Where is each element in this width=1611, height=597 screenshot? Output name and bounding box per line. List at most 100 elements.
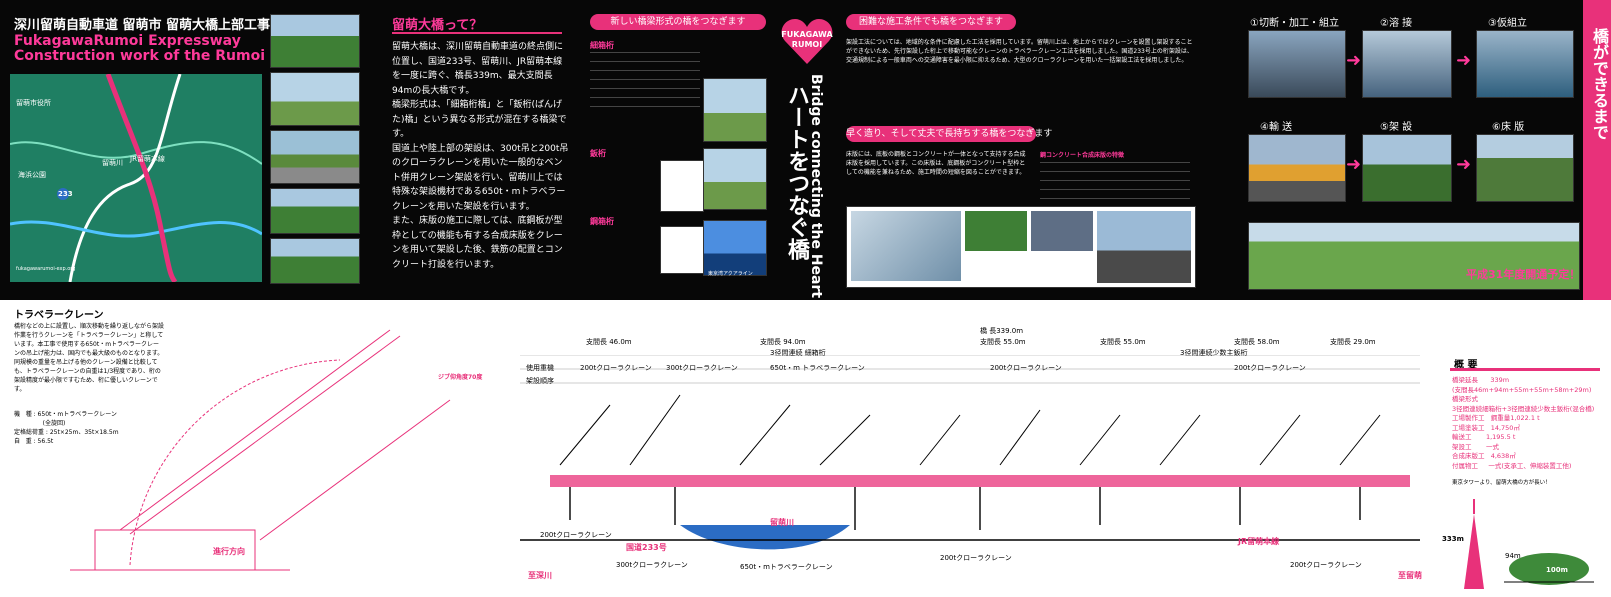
- difficult-pill: 困難な施工条件でも橋をつなぎます: [846, 14, 1016, 30]
- arrow-icon: ➜: [1346, 50, 1362, 71]
- step-4-label: ④輸 送: [1260, 122, 1293, 133]
- tower-note: 東京タワーより、留萌大橋の方が長い！: [1452, 480, 1551, 486]
- machine-5: 200tクローラクレーン: [1234, 364, 1306, 372]
- title-en-vertical: Bridge connecting the Heart: [808, 74, 824, 299]
- to-rumoi: 至留萌: [1398, 571, 1422, 580]
- difficult-body: 架設工法については、地域的な条件に配慮した工法を採用しています。留萌川上は、地上…: [846, 39, 1193, 64]
- crane-body: 橋桁などの上に設置し、順次移動を繰り返しながら架設作業を行うクレーンを「トラベラ…: [14, 323, 165, 393]
- bridge-profile-drawing: [520, 355, 1420, 550]
- heart-logo: FUKAGAWA RUMOI: [780, 14, 834, 68]
- machine-4: 200tクローラクレーン: [990, 364, 1062, 372]
- machine-2: 300tクローラクレーン: [666, 364, 738, 372]
- title-jp-vertical: ハートをつなぐ橋: [784, 84, 809, 260]
- deck-photo-1: [965, 211, 1027, 251]
- map-label-jr: JR留萌本線: [130, 155, 165, 163]
- arrow-icon: ➜: [1456, 154, 1472, 175]
- open-date: 平成31年度開通予定！: [1466, 268, 1581, 281]
- step-3-label: ③仮組立: [1488, 18, 1527, 29]
- photo-completion: [1248, 222, 1580, 290]
- machine-1: 200tクローラクレーン: [580, 364, 652, 372]
- intro-heading-line: [392, 32, 562, 34]
- new-type-text-1: [590, 52, 700, 112]
- row-machine: 使用重機: [526, 364, 554, 372]
- tower-comparison-drawing: [1464, 499, 1594, 589]
- map-credit: fukagawarumoi-exp.org: [16, 266, 76, 272]
- bridge-length: 橋 長339.0m: [980, 327, 1024, 335]
- step-2-label: ②溶 接: [1380, 18, 1413, 29]
- span-height: 94m: [1505, 552, 1521, 560]
- step-6-label: ⑥床 版: [1492, 122, 1525, 133]
- direction-label: 進行方向: [213, 547, 245, 556]
- jr-label: JR留萌本線: [1238, 537, 1280, 546]
- new-type-subhead-1: 細箱桁: [590, 41, 614, 50]
- photo-step-2: [1362, 30, 1452, 98]
- step-5-label: ⑤架 設: [1380, 122, 1413, 133]
- angle-label: ジブ仰角度70度: [438, 374, 483, 381]
- new-type-subhead-2: 鈑桁: [590, 149, 606, 158]
- deck-section-drawing: [851, 211, 961, 281]
- intro-heading: 留萌大橋って？: [392, 18, 483, 33]
- arrow-icon: ➜: [1456, 50, 1472, 71]
- intro-body: 留萌大橋は、深川留萌自動車道の終点側に位置し、国道233号、留萌川、JR留萌本線…: [392, 42, 569, 270]
- to-fukagawa: 至深川: [528, 571, 552, 580]
- photo-pier: [270, 72, 360, 126]
- span-1: 支間長 46.0m: [586, 338, 632, 346]
- side-banner: [1583, 0, 1611, 300]
- span-6: 支間長 29.0m: [1330, 338, 1376, 346]
- crane-note-2: 300tクローラクレーン: [616, 561, 688, 569]
- crane-note-1: 200tクローラクレーン: [540, 531, 612, 539]
- deck-photo-3: [1097, 211, 1191, 283]
- span-5: 支間長 58.0m: [1234, 338, 1280, 346]
- page-title: 深川留萌自動車道 留萌市 留萌大橋上部工事: [14, 18, 271, 33]
- new-type-subhead-3: 鋼箱桁: [590, 217, 614, 226]
- tower-height: 333m: [1442, 535, 1464, 543]
- photo-landscape-3: [270, 238, 360, 284]
- summary-body: 橋梁延長 339m (支間長46m+94m+55m+55m+58m+29m) 橋…: [1452, 376, 1595, 470]
- new-type-pill: 新しい橋梁形式の橋をつなぎます: [590, 14, 766, 30]
- arrow-icon: ➜: [1346, 154, 1362, 175]
- heart-icon: [781, 19, 833, 64]
- photo-landscape-1: [270, 14, 360, 68]
- map-label-route: 233: [58, 190, 73, 198]
- side-banner-text: 橋ができるまで: [1590, 28, 1609, 140]
- feature-list: [1040, 162, 1190, 210]
- photo-box-girder: [703, 78, 767, 142]
- route-label: 国道233号: [626, 543, 667, 552]
- map-label-park: 海浜公園: [18, 171, 46, 179]
- diagram-steel-box: [660, 226, 704, 274]
- row-order: 架設順序: [526, 377, 554, 385]
- caption-aqualine: 東京湾アクアライン: [708, 271, 753, 277]
- river-label: 留萌川: [770, 518, 794, 527]
- deck-photo-2: [1031, 211, 1093, 251]
- span-2: 支間長 94.0m: [760, 338, 806, 346]
- page-subtitle-en: FukagawaRumoi Expressway Construction wo…: [14, 33, 322, 64]
- map-label-river: 留萌川: [102, 159, 123, 167]
- photo-step-1: [1248, 30, 1346, 98]
- durable-pill: 早く造り、そして丈夫で長持ちする橋をつなぎます: [846, 126, 1052, 142]
- durable-body: 床版には、底板の鋼板とコンクリートが一体となって支持する合成床版を採用しています…: [846, 151, 1026, 176]
- deck-diagram-strip: [846, 206, 1196, 288]
- span-4: 支間長 55.0m: [1100, 338, 1146, 346]
- map-roads-icon: [10, 74, 262, 282]
- crane-note-3: 650t・mトラベラークレーン: [740, 563, 833, 571]
- photo-step-3: [1476, 30, 1574, 98]
- photo-step-5: [1362, 134, 1452, 202]
- map-label-city: 留萌市役所: [16, 99, 51, 107]
- feature-heading: 鋼コンクリート合成床版の特徴: [1040, 152, 1125, 159]
- photo-landscape-2: [270, 188, 360, 234]
- photo-step-4: [1248, 134, 1346, 202]
- step-1-label: ①切断・加工・組立: [1250, 18, 1339, 29]
- crane-note-4: 200tクローラクレーン: [940, 554, 1012, 562]
- bottom-panel: [0, 300, 1611, 597]
- heart-logo-text: FUKAGAWA RUMOI: [781, 30, 833, 49]
- location-map: 留萌市役所 海浜公園 留萌川 233 JR留萌本線 fukagawarumoi-…: [10, 74, 262, 282]
- photo-step-6: [1476, 134, 1574, 202]
- span-3: 支間長 55.0m: [980, 338, 1026, 346]
- diagram-plate-girder: [660, 160, 704, 212]
- summary-bar: [1450, 368, 1600, 371]
- crane-heading: トラベラークレーン: [14, 310, 104, 321]
- girder-type-1: 3径間連続 細箱桁: [770, 349, 826, 357]
- crane-drawing: [70, 329, 451, 571]
- field-length: 100m: [1546, 566, 1568, 574]
